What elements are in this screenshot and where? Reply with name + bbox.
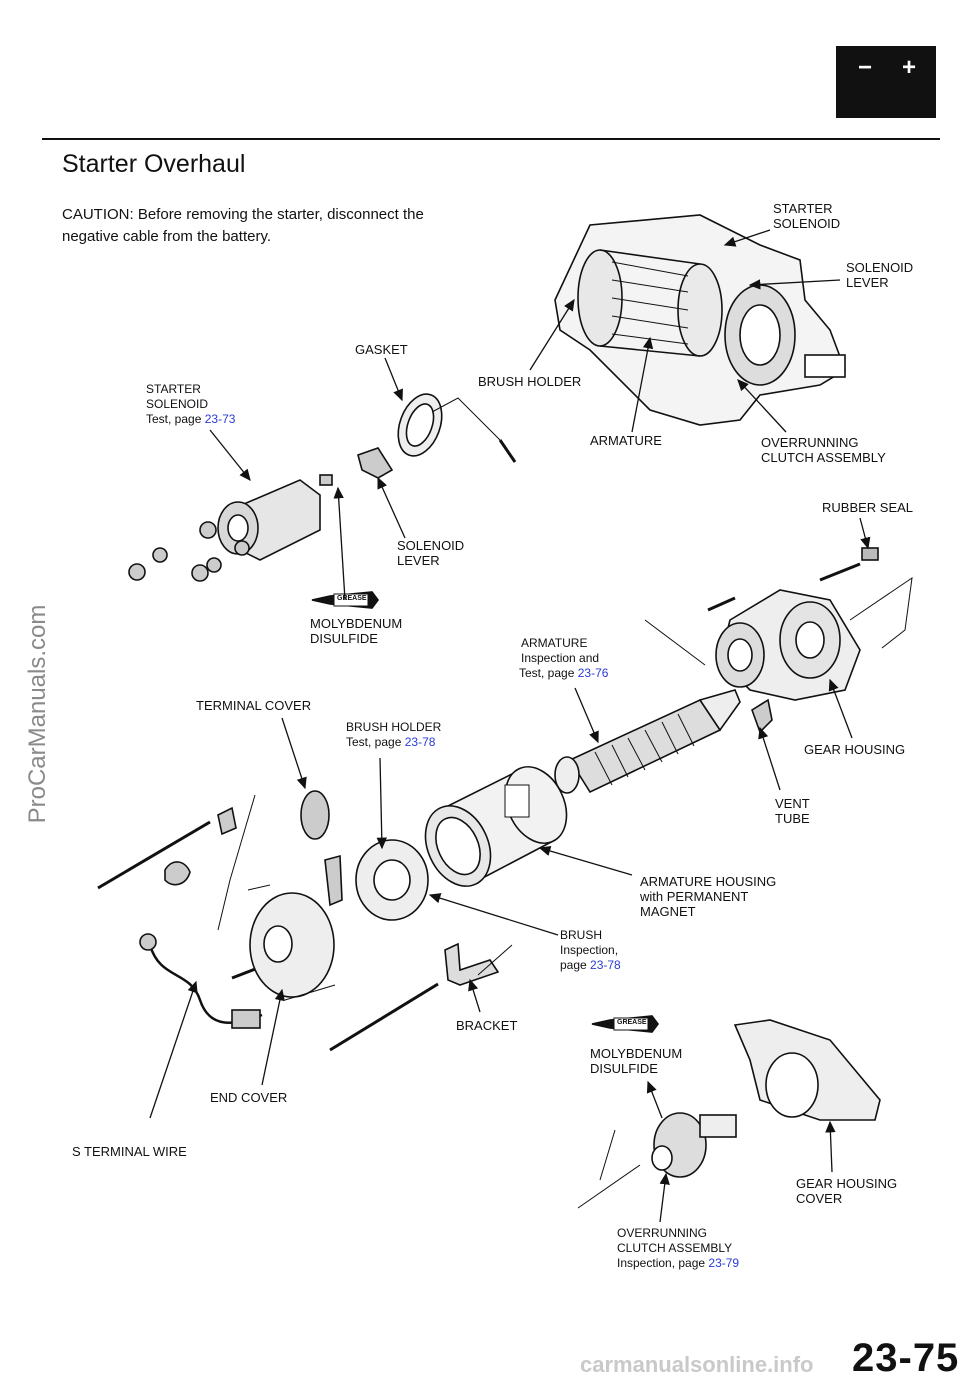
terminal-cover	[300, 790, 330, 840]
caution-line-1: CAUTION: Before removing the starter, di…	[62, 206, 424, 223]
through-bolt	[97, 820, 211, 890]
label-gear-housing-cover: GEAR HOUSING COVER	[796, 1176, 898, 1206]
grease-label-lower: GREASE	[617, 1019, 647, 1026]
label-gear-housing: GEAR HOUSING	[804, 742, 906, 757]
solenoid-lever	[357, 447, 394, 479]
header-rule	[42, 138, 940, 140]
page-link-23-73[interactable]: 23-73	[204, 412, 236, 426]
page-link-23-78-b[interactable]: 23-78	[590, 958, 621, 972]
overrunning-clutch	[651, 1112, 737, 1178]
label-gasket: GASKET	[355, 342, 408, 357]
label-rubber-seal: RUBBER SEAL	[822, 500, 914, 515]
gear-housing-cover	[733, 1019, 881, 1121]
through-bolt-lower	[329, 982, 439, 1052]
label-armature-inspection: ARMATURE Inspection and Test, page 23-76	[519, 636, 609, 680]
label-armature-housing: ARMATURE HOUSING with PERMANENT MAGNET	[640, 874, 777, 919]
label-end-cover: END COVER	[210, 1090, 288, 1105]
battery-plus-symbol: +	[902, 54, 917, 81]
label-starter-solenoid-top: STARTER SOLENOID	[773, 201, 841, 231]
label-molybdenum-lower: MOLYBDENUM DISULFIDE	[590, 1046, 683, 1076]
starter-solenoid	[128, 474, 333, 582]
page-number: 23-75	[852, 1336, 960, 1380]
page-link-23-78-a[interactable]: 23-78	[404, 735, 436, 749]
label-bracket: BRACKET	[456, 1018, 518, 1033]
label-terminal-cover: TERMINAL COVER	[196, 698, 312, 713]
label-solenoid-lever-mid: SOLENOID LEVER	[397, 538, 465, 568]
grease-tube-icon-lower	[591, 1015, 659, 1033]
label-brush: BRUSH Inspection, page 23-78	[560, 928, 621, 972]
battery-minus-symbol: −	[858, 54, 873, 81]
armature-housing	[424, 766, 568, 887]
page-link-23-76[interactable]: 23-76	[577, 666, 609, 680]
label-armature-top: ARMATURE	[590, 433, 662, 448]
caution-note: CAUTION: Before removing the starter, di…	[62, 204, 482, 248]
grease-label: GREASE	[337, 595, 367, 602]
brush-holder	[324, 839, 429, 921]
label-starter-solenoid-test: STARTER SOLENOID Test, page 23-73	[146, 382, 236, 426]
end-cover	[249, 892, 335, 998]
caution-line-2: negative cable from the battery.	[62, 228, 272, 245]
label-overrunning-clutch-top: OVERRUNNING CLUTCH ASSEMBLY	[761, 435, 886, 465]
label-vent-tube: VENT TUBE	[775, 796, 810, 826]
label-overrunning-clutch-lower: OVERRUNNING CLUTCH ASSEMBLY Inspection, …	[617, 1226, 740, 1270]
bracket	[444, 942, 500, 986]
gear-housing	[707, 547, 879, 734]
label-solenoid-lever-top: SOLENOID LEVER	[846, 260, 914, 290]
label-brush-holder-test: BRUSH HOLDER Test, page 23-78	[346, 720, 442, 749]
footer-site-mark: carmanualsonline.info	[580, 1352, 814, 1377]
page-link-23-79[interactable]: 23-79	[708, 1256, 740, 1270]
battery-icon: − +	[836, 46, 936, 118]
label-molybdenum-mid: MOLYBDENUM DISULFIDE	[310, 616, 403, 646]
assembled-starter	[554, 214, 846, 426]
label-brush-holder-top: BRUSH HOLDER	[478, 374, 582, 389]
page-title: Starter Overhaul	[62, 150, 246, 178]
label-s-terminal-wire: S TERMINAL WIRE	[72, 1144, 187, 1159]
armature	[554, 689, 741, 794]
